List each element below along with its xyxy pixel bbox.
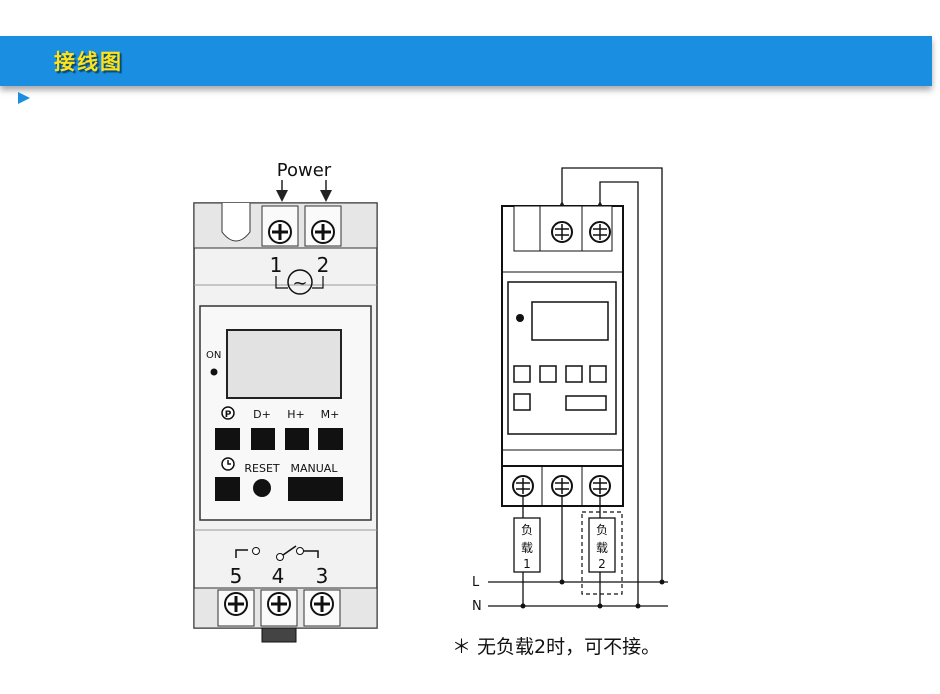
reset-button[interactable] (253, 479, 271, 497)
load-1-number: 1 (523, 557, 531, 571)
load-2-box (588, 517, 616, 573)
day-plus-label: D+ (253, 408, 271, 421)
ac-symbol: ~ (292, 273, 307, 294)
terminal-screw-icon (589, 221, 611, 243)
left-device: Power 1 2 ~ ON (193, 160, 378, 643)
button[interactable] (565, 365, 583, 383)
load-2-label-line2: 载 (596, 541, 608, 555)
terminal-number: 5 (230, 564, 243, 588)
terminal-screw-icon (311, 220, 335, 244)
program-icon (221, 406, 235, 420)
terminal-screw-icon (224, 592, 248, 616)
manual-label: MANUAL (291, 462, 339, 475)
header-bar (0, 36, 932, 86)
terminal-screw-icon (268, 220, 292, 244)
minute-plus-button[interactable] (318, 428, 343, 450)
on-indicator-icon (210, 368, 218, 376)
power-label: Power (277, 160, 332, 181)
load-2-label-line1: 负 (596, 523, 608, 537)
load-1-label-line2: 载 (521, 541, 533, 555)
button[interactable] (513, 393, 531, 411)
terminal-screw-icon (551, 475, 573, 497)
terminal-screw-icon (267, 592, 291, 616)
hour-plus-button[interactable] (285, 428, 309, 450)
ac-source-icon (287, 269, 313, 295)
terminal-screw-icon (512, 475, 534, 497)
terminal-screw-icon (310, 592, 334, 616)
terminal-number: 3 (316, 564, 329, 588)
load-2-optional-frame (581, 511, 623, 595)
load-1-label-line1: 负 (521, 523, 533, 537)
button[interactable] (589, 365, 607, 383)
manual-button[interactable] (288, 477, 343, 501)
minute-plus-label: M+ (321, 408, 340, 421)
hour-plus-label: H+ (287, 408, 305, 421)
right-device: L N 负 载 1 负 载 2 (472, 167, 668, 614)
day-plus-button[interactable] (251, 428, 275, 450)
on-indicator-icon (516, 314, 524, 322)
program-button[interactable] (215, 428, 240, 450)
page-title: 接线图 (54, 50, 123, 74)
footnote: ＊ 无负载2时，可不接。 (452, 636, 661, 658)
relay-switch-icon (235, 545, 319, 561)
button[interactable] (539, 365, 557, 383)
din-rail-clip (261, 627, 297, 643)
clock-button[interactable] (215, 477, 240, 501)
lcd-display (531, 301, 609, 341)
button[interactable] (565, 395, 607, 411)
load-2-number: 2 (598, 557, 606, 571)
button[interactable] (513, 365, 531, 383)
load-1-box (513, 517, 541, 573)
on-label: ON (206, 350, 221, 361)
terminal-number: 4 (272, 564, 285, 588)
svg-text:P: P (225, 410, 232, 420)
terminal-screw-icon (589, 475, 611, 497)
reset-label: RESET (244, 462, 280, 475)
terminal-number: 2 (317, 253, 330, 277)
line-n-label: N (472, 599, 482, 614)
terminal-screw-icon (551, 221, 573, 243)
lcd-display (226, 329, 342, 399)
line-l-label: L (472, 575, 480, 590)
header-arrow-icon (18, 92, 30, 104)
terminal-number: 1 (270, 253, 283, 277)
